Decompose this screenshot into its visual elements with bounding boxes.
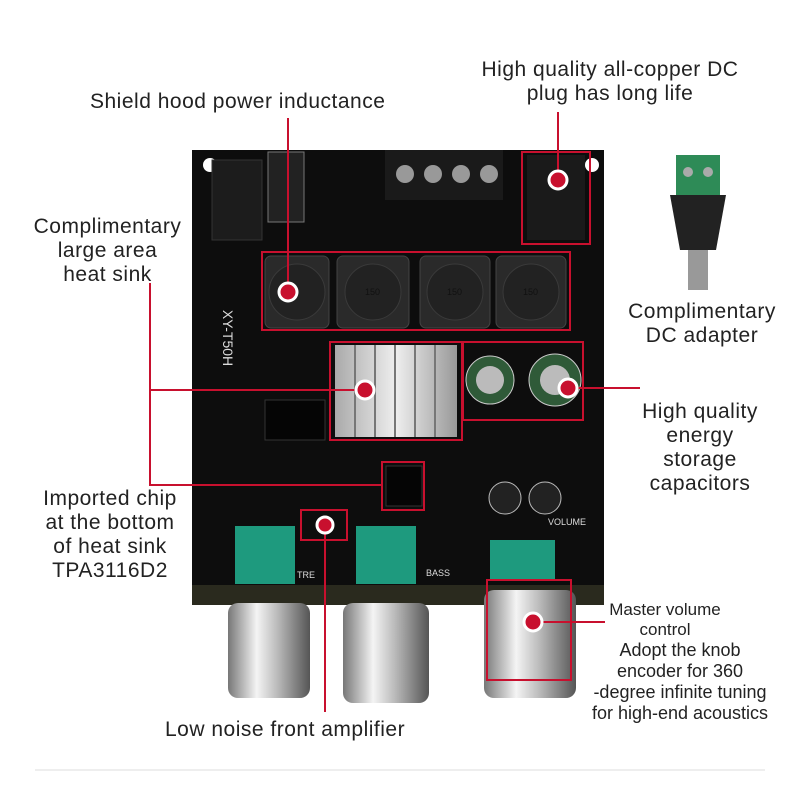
- label-heat-sink: Complimentary large area heat sink: [33, 215, 182, 286]
- label-volume-title: Master volume control: [609, 600, 721, 639]
- label-dc-plug: High quality all-copper DC plug has long…: [481, 58, 739, 105]
- label-volume: VOLUME: [548, 517, 587, 527]
- pot-treble: [235, 526, 295, 584]
- knob-volume[interactable]: [484, 590, 576, 698]
- dc-adapter-image: [670, 155, 726, 290]
- label-tre: TRE: [297, 570, 315, 580]
- label-bass: BASS: [426, 568, 451, 578]
- label-front-amp: Low noise front amplifier: [165, 718, 406, 741]
- knob-treble[interactable]: [228, 603, 310, 698]
- label-shield-hood: Shield hood power inductance: [90, 90, 386, 113]
- inductor-marking: 150: [523, 287, 539, 297]
- pot-volume: [490, 540, 555, 580]
- inductor-marking: 150: [447, 287, 463, 297]
- inductor-marking: 150: [365, 287, 381, 297]
- pot-bass: [356, 526, 416, 584]
- label-volume-desc: Adopt the knob encoder for 360 -degree i…: [591, 640, 769, 723]
- label-capacitors: High quality energy storage capacitors: [642, 400, 758, 495]
- label-dc-adapter: Complimentary DC adapter: [628, 300, 776, 347]
- dc-jack: [527, 155, 585, 240]
- label-chip: Imported chip at the bottom of heat sink…: [43, 487, 177, 582]
- switch: [267, 151, 305, 223]
- audio-jack: [211, 159, 263, 241]
- knob-bass[interactable]: [343, 603, 429, 703]
- model-silkscreen: XY-T50H: [220, 309, 237, 367]
